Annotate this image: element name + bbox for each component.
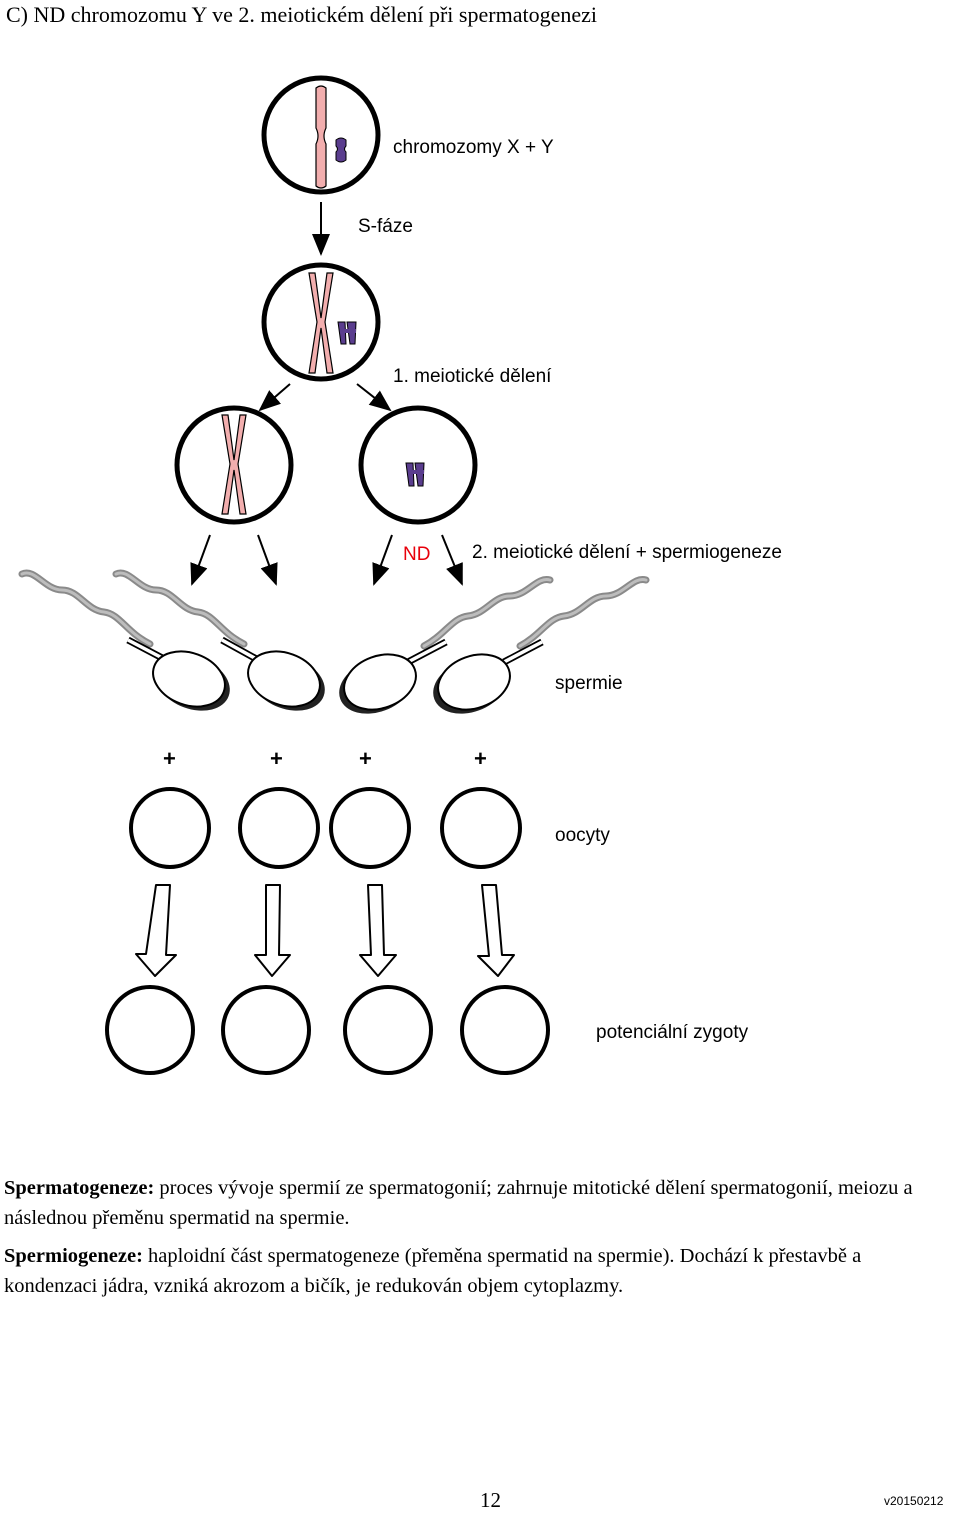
- arrow-to-sperm-2: [257, 534, 278, 586]
- arrow-to-sperm-4: [441, 534, 463, 586]
- replicated-cell: [261, 262, 381, 382]
- zygote-1: [105, 985, 195, 1075]
- arrow-to-sperm-1: [190, 534, 211, 586]
- oocyte-4: [440, 787, 522, 869]
- zygote-2: [221, 985, 311, 1075]
- daughter-cell-x: [174, 405, 294, 525]
- sperm-2: [112, 569, 325, 711]
- plus-sign-1: +: [163, 746, 176, 771]
- meiosis1-label: 1. meiotické dělení: [393, 366, 552, 387]
- sperm-label: spermie: [555, 673, 623, 694]
- definition-spermiogenesis: Spermiogeneze: haploidní část spermatoge…: [4, 1241, 954, 1301]
- plus-sign-3: +: [359, 746, 372, 771]
- zygotes-label: potenciální zygoty: [596, 1022, 749, 1043]
- y-chromosome: [335, 137, 347, 163]
- arrow-to-sperm-3: [372, 534, 393, 586]
- page-heading: C) ND chromozomu Y ve 2. meiotickém děle…: [6, 2, 597, 27]
- zygote-4: [460, 985, 550, 1075]
- fertilization-arrow-4: [477, 884, 515, 977]
- fertilization-arrow-1: [135, 884, 177, 977]
- zygote-3: [343, 985, 433, 1075]
- fertilization-arrow-2: [254, 884, 291, 977]
- nd-label: ND: [403, 544, 430, 565]
- parent-cell: [261, 75, 381, 195]
- oocyte-2: [238, 787, 320, 869]
- y-chromosome-replicated: [337, 321, 357, 345]
- plus-sign-4: +: [474, 746, 487, 771]
- oocyte-3: [329, 787, 411, 869]
- arrow-to-right-daughter: [356, 383, 392, 412]
- version-label: v20150212: [884, 1494, 944, 1508]
- definition-spermatogenesis: Spermatogeneze: proces vývoje spermií ze…: [4, 1173, 954, 1233]
- definition-text: haploidní část spermatogeneze (přeměna s…: [4, 1245, 862, 1297]
- plus-sign-2: +: [270, 746, 283, 771]
- x-chromosome: [315, 85, 327, 189]
- definition-text: proces vývoje spermií ze spermatogonií; …: [4, 1177, 913, 1229]
- chromosomes-label: chromozomy X + Y: [393, 137, 554, 158]
- s-phase-label: S-fáze: [358, 216, 413, 237]
- oocytes-label: oocyty: [555, 825, 610, 846]
- arrow-to-left-daughter: [258, 383, 291, 412]
- daughter-cell-y: [358, 405, 478, 525]
- sperm-1: [18, 569, 230, 711]
- definition-term: Spermatogeneze:: [4, 1177, 155, 1199]
- nondisjunction-diagram: chromozomy X + Y S-fáze 1. meiotické děl…: [18, 75, 782, 1075]
- definition-term: Spermiogeneze:: [4, 1245, 143, 1267]
- page-number: 12: [480, 1488, 501, 1512]
- x-chromosome-replicated: [308, 272, 334, 374]
- oocyte-1: [129, 787, 211, 869]
- fertilization-arrow-3: [359, 884, 397, 977]
- sperm-4: [433, 576, 650, 714]
- sperm-3: [339, 576, 554, 714]
- meiosis2-label: 2. meiotické dělení + spermiogeneze: [472, 542, 782, 563]
